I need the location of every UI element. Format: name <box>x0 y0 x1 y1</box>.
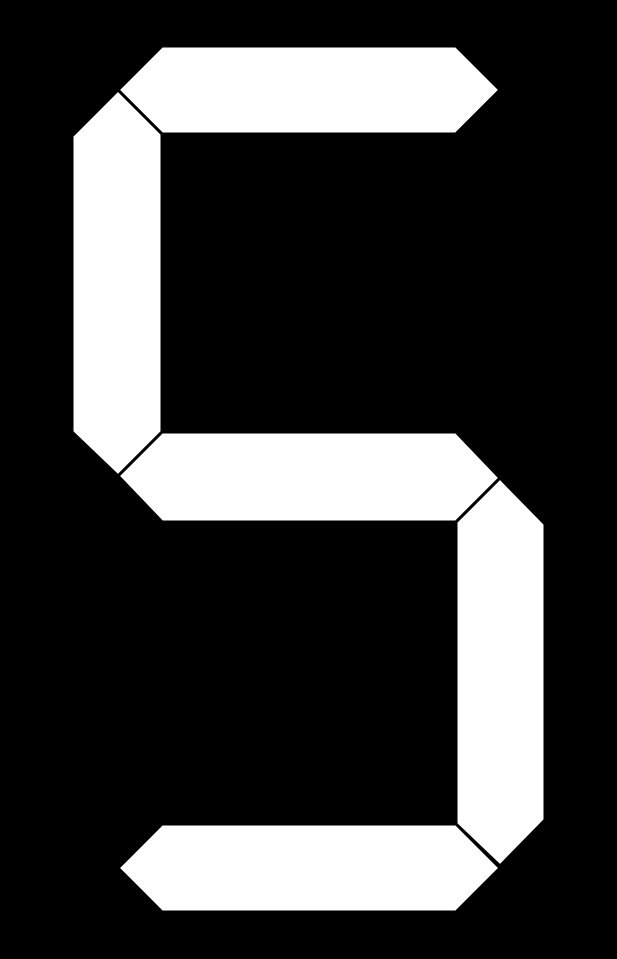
segment-b <box>454 87 547 481</box>
segment-d <box>115 822 503 914</box>
segment-g <box>115 430 503 524</box>
segment-e <box>70 473 164 871</box>
segment-f <box>70 87 164 479</box>
segment-c <box>454 475 547 869</box>
segment-a <box>115 44 503 136</box>
